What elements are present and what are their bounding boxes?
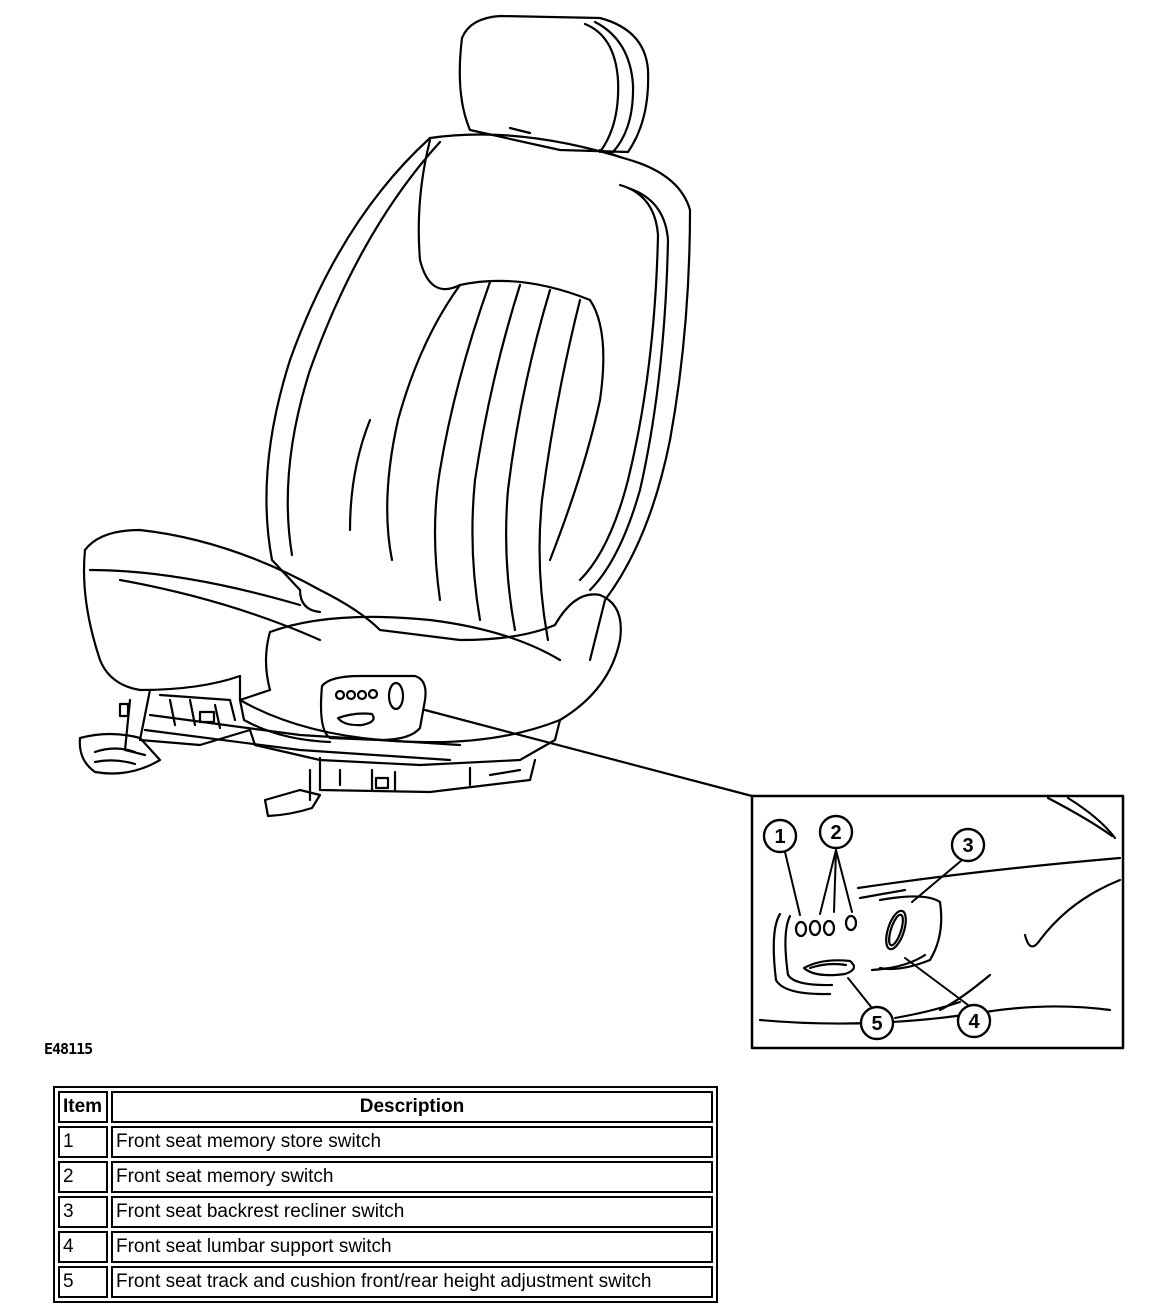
row-description: Front seat memory switch bbox=[111, 1161, 713, 1193]
row-item: 3 bbox=[58, 1196, 108, 1228]
backrest bbox=[265, 133, 692, 662]
row-description: Front seat memory store switch bbox=[111, 1126, 713, 1158]
table-header-row: Item Description bbox=[58, 1091, 713, 1123]
table-row: 3 Front seat backrest recliner switch bbox=[58, 1196, 713, 1228]
row-item: 2 bbox=[58, 1161, 108, 1193]
callout-3-circle bbox=[950, 827, 986, 863]
row-description: Front seat track and cushion front/rear … bbox=[111, 1266, 713, 1298]
table-row: 2 Front seat memory switch bbox=[58, 1161, 713, 1193]
callout-3-number: 3 bbox=[962, 835, 973, 857]
header-item: Item bbox=[58, 1091, 108, 1123]
table-row: 5 Front seat track and cushion front/rea… bbox=[58, 1266, 713, 1298]
callout-2-number: 2 bbox=[830, 822, 841, 844]
callout-2-circle bbox=[818, 814, 854, 850]
callout-4-circle bbox=[956, 1003, 992, 1039]
table-row: 4 Front seat lumbar support switch bbox=[58, 1231, 713, 1263]
header-description: Description bbox=[111, 1091, 713, 1123]
headrest bbox=[458, 14, 650, 159]
detail-leader-line bbox=[423, 708, 754, 798]
seat-cushion bbox=[82, 528, 622, 744]
figure-id: E48115 bbox=[44, 1040, 93, 1058]
row-item: 5 bbox=[58, 1266, 108, 1298]
callout-1-circle bbox=[762, 818, 798, 854]
callout-5-number: 5 bbox=[871, 1013, 882, 1035]
seat-side-panel bbox=[319, 674, 427, 742]
row-item: 1 bbox=[58, 1126, 108, 1158]
row-item: 4 bbox=[58, 1231, 108, 1263]
callout-leaders bbox=[784, 849, 969, 1019]
seat-base bbox=[78, 674, 562, 818]
row-description: Front seat lumbar support switch bbox=[111, 1231, 713, 1263]
callout-circles bbox=[762, 814, 992, 1041]
legend-table: Item Description 1 Front seat memory sto… bbox=[53, 1086, 718, 1303]
table-row: 1 Front seat memory store switch bbox=[58, 1126, 713, 1158]
seat-diagram: 1 2 3 4 5 bbox=[78, 14, 1125, 1050]
callout-4-number: 4 bbox=[968, 1011, 980, 1033]
row-description: Front seat backrest recliner switch bbox=[111, 1196, 713, 1228]
detail-inset bbox=[750, 794, 1125, 1050]
callout-5-circle bbox=[859, 1005, 895, 1041]
callout-1-number: 1 bbox=[774, 826, 785, 848]
